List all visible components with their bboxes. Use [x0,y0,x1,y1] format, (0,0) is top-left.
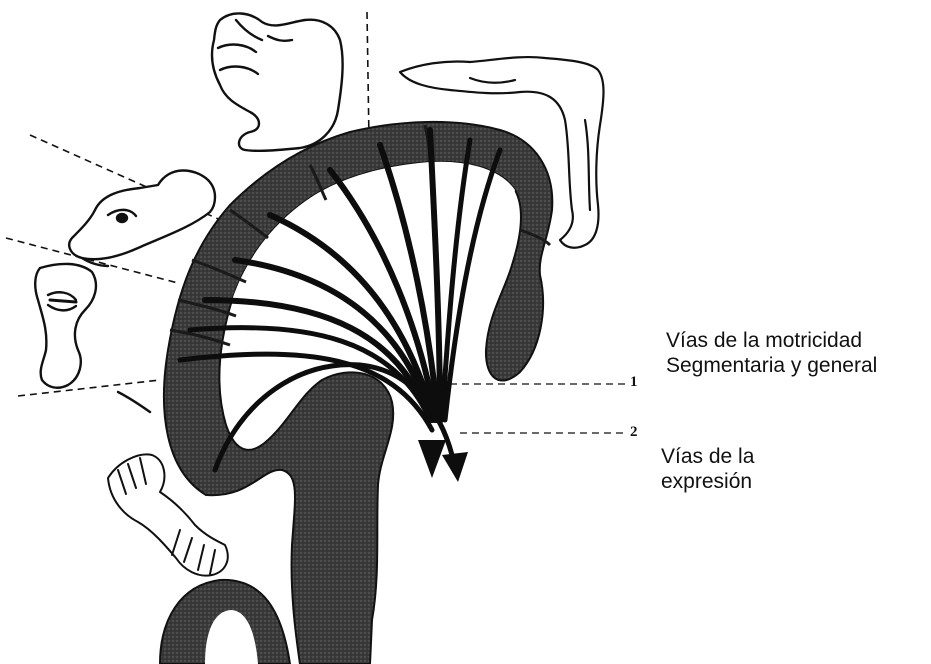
marker-2: 2 [630,424,638,441]
expression-pathways-label: Vías de la expresión [661,444,754,494]
hand-icon [212,13,343,150]
arrowhead-2 [442,452,468,482]
expression-label-line2: expresión [661,469,754,494]
arrowhead-1 [418,440,446,478]
mouth-face-icon [35,264,150,412]
motricity-label-line1: Vías de la motricidad [666,328,877,353]
motricity-pathways-label: Vías de la motricidad Segmentaria y gene… [666,328,877,378]
motricity-label-line2: Segmentaria y general [666,353,877,378]
marker-1: 1 [630,374,638,391]
expression-label-line1: Vías de la [661,444,754,469]
division-line-larynx [18,380,160,396]
division-line-hand [367,12,369,140]
